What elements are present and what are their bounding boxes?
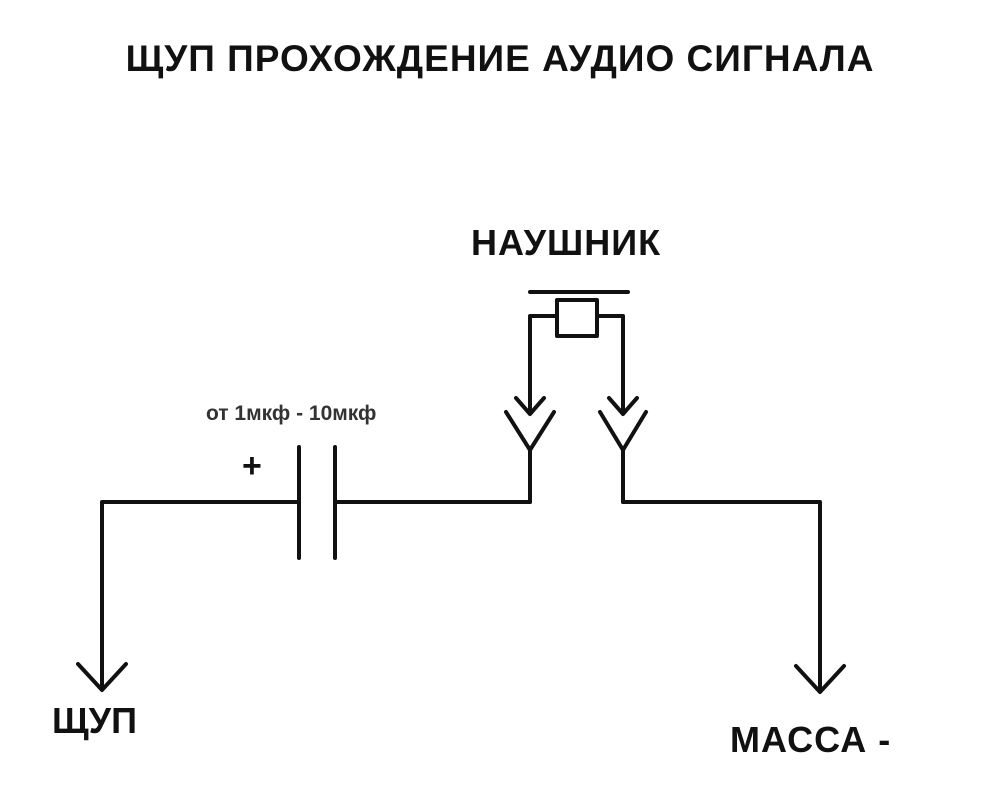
capacitor-polarity-label: + [242, 447, 262, 485]
probe-label: ЩУП [52, 700, 137, 741]
ground-label: МАССА - [730, 719, 892, 760]
probe-arrow [76, 662, 128, 692]
headphone-label: НАУШНИК [471, 222, 662, 263]
diagram-title: ЩУП ПРОХОЖДЕНИЕ АУДИО СИГНАЛА [125, 38, 875, 79]
right-contact [598, 410, 648, 452]
headphone-left-lead [528, 314, 559, 414]
headphone-right-arrow [607, 396, 639, 416]
headphone-body [555, 298, 599, 338]
connector-contacts [504, 410, 648, 504]
left-contact [504, 410, 556, 452]
ground-arrow [794, 664, 846, 694]
probe-wire [100, 500, 301, 690]
headphone-right-lead [595, 314, 625, 414]
ground-wire [621, 500, 822, 692]
capacitor-symbol [297, 445, 337, 560]
capacitor-value-label: от 1мкф - 10мкф [206, 402, 377, 425]
headphone-symbol [514, 290, 639, 416]
headphone-left-arrow [514, 396, 546, 416]
